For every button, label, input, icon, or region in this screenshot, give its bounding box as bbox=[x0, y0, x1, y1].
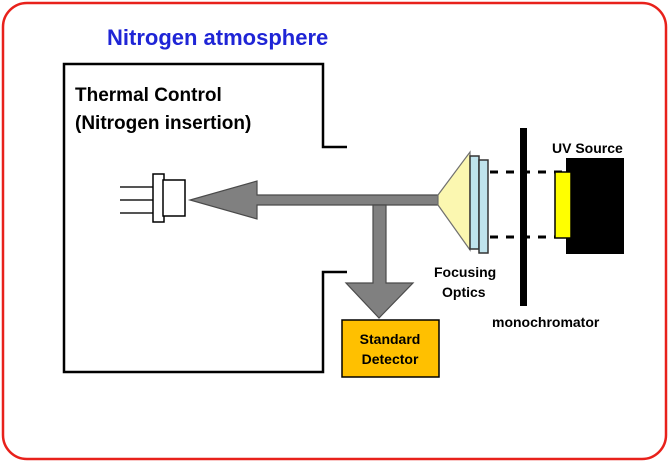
monochromator-bar bbox=[520, 128, 527, 306]
uv-source-label: UV Source bbox=[552, 140, 623, 156]
uv-lamp bbox=[554, 171, 572, 239]
chamber-label-line2: (Nitrogen insertion) bbox=[75, 113, 251, 134]
sample-device bbox=[120, 173, 186, 223]
optics-plate-outer bbox=[478, 159, 489, 254]
chamber-label-line1: Thermal Control bbox=[75, 85, 222, 106]
focusing-optics-label-line2: Optics bbox=[442, 284, 486, 300]
focusing-optics-label-line1: Focusing bbox=[434, 264, 496, 280]
detector-label-line2: Detector bbox=[362, 351, 419, 367]
monochromator-label: monochromator bbox=[492, 314, 600, 330]
focusing-optics-lens bbox=[437, 150, 471, 252]
standard-detector-box bbox=[341, 319, 440, 378]
thermal-chamber-outline bbox=[62, 62, 347, 374]
main-beam-arrow bbox=[187, 180, 439, 220]
detector-branch-arrow bbox=[344, 204, 415, 319]
optics-plate-inner bbox=[469, 155, 480, 250]
uv-source-housing bbox=[566, 158, 624, 254]
diagram-title: Nitrogen atmosphere bbox=[107, 25, 328, 50]
detector-label-line1: Standard bbox=[360, 331, 421, 347]
